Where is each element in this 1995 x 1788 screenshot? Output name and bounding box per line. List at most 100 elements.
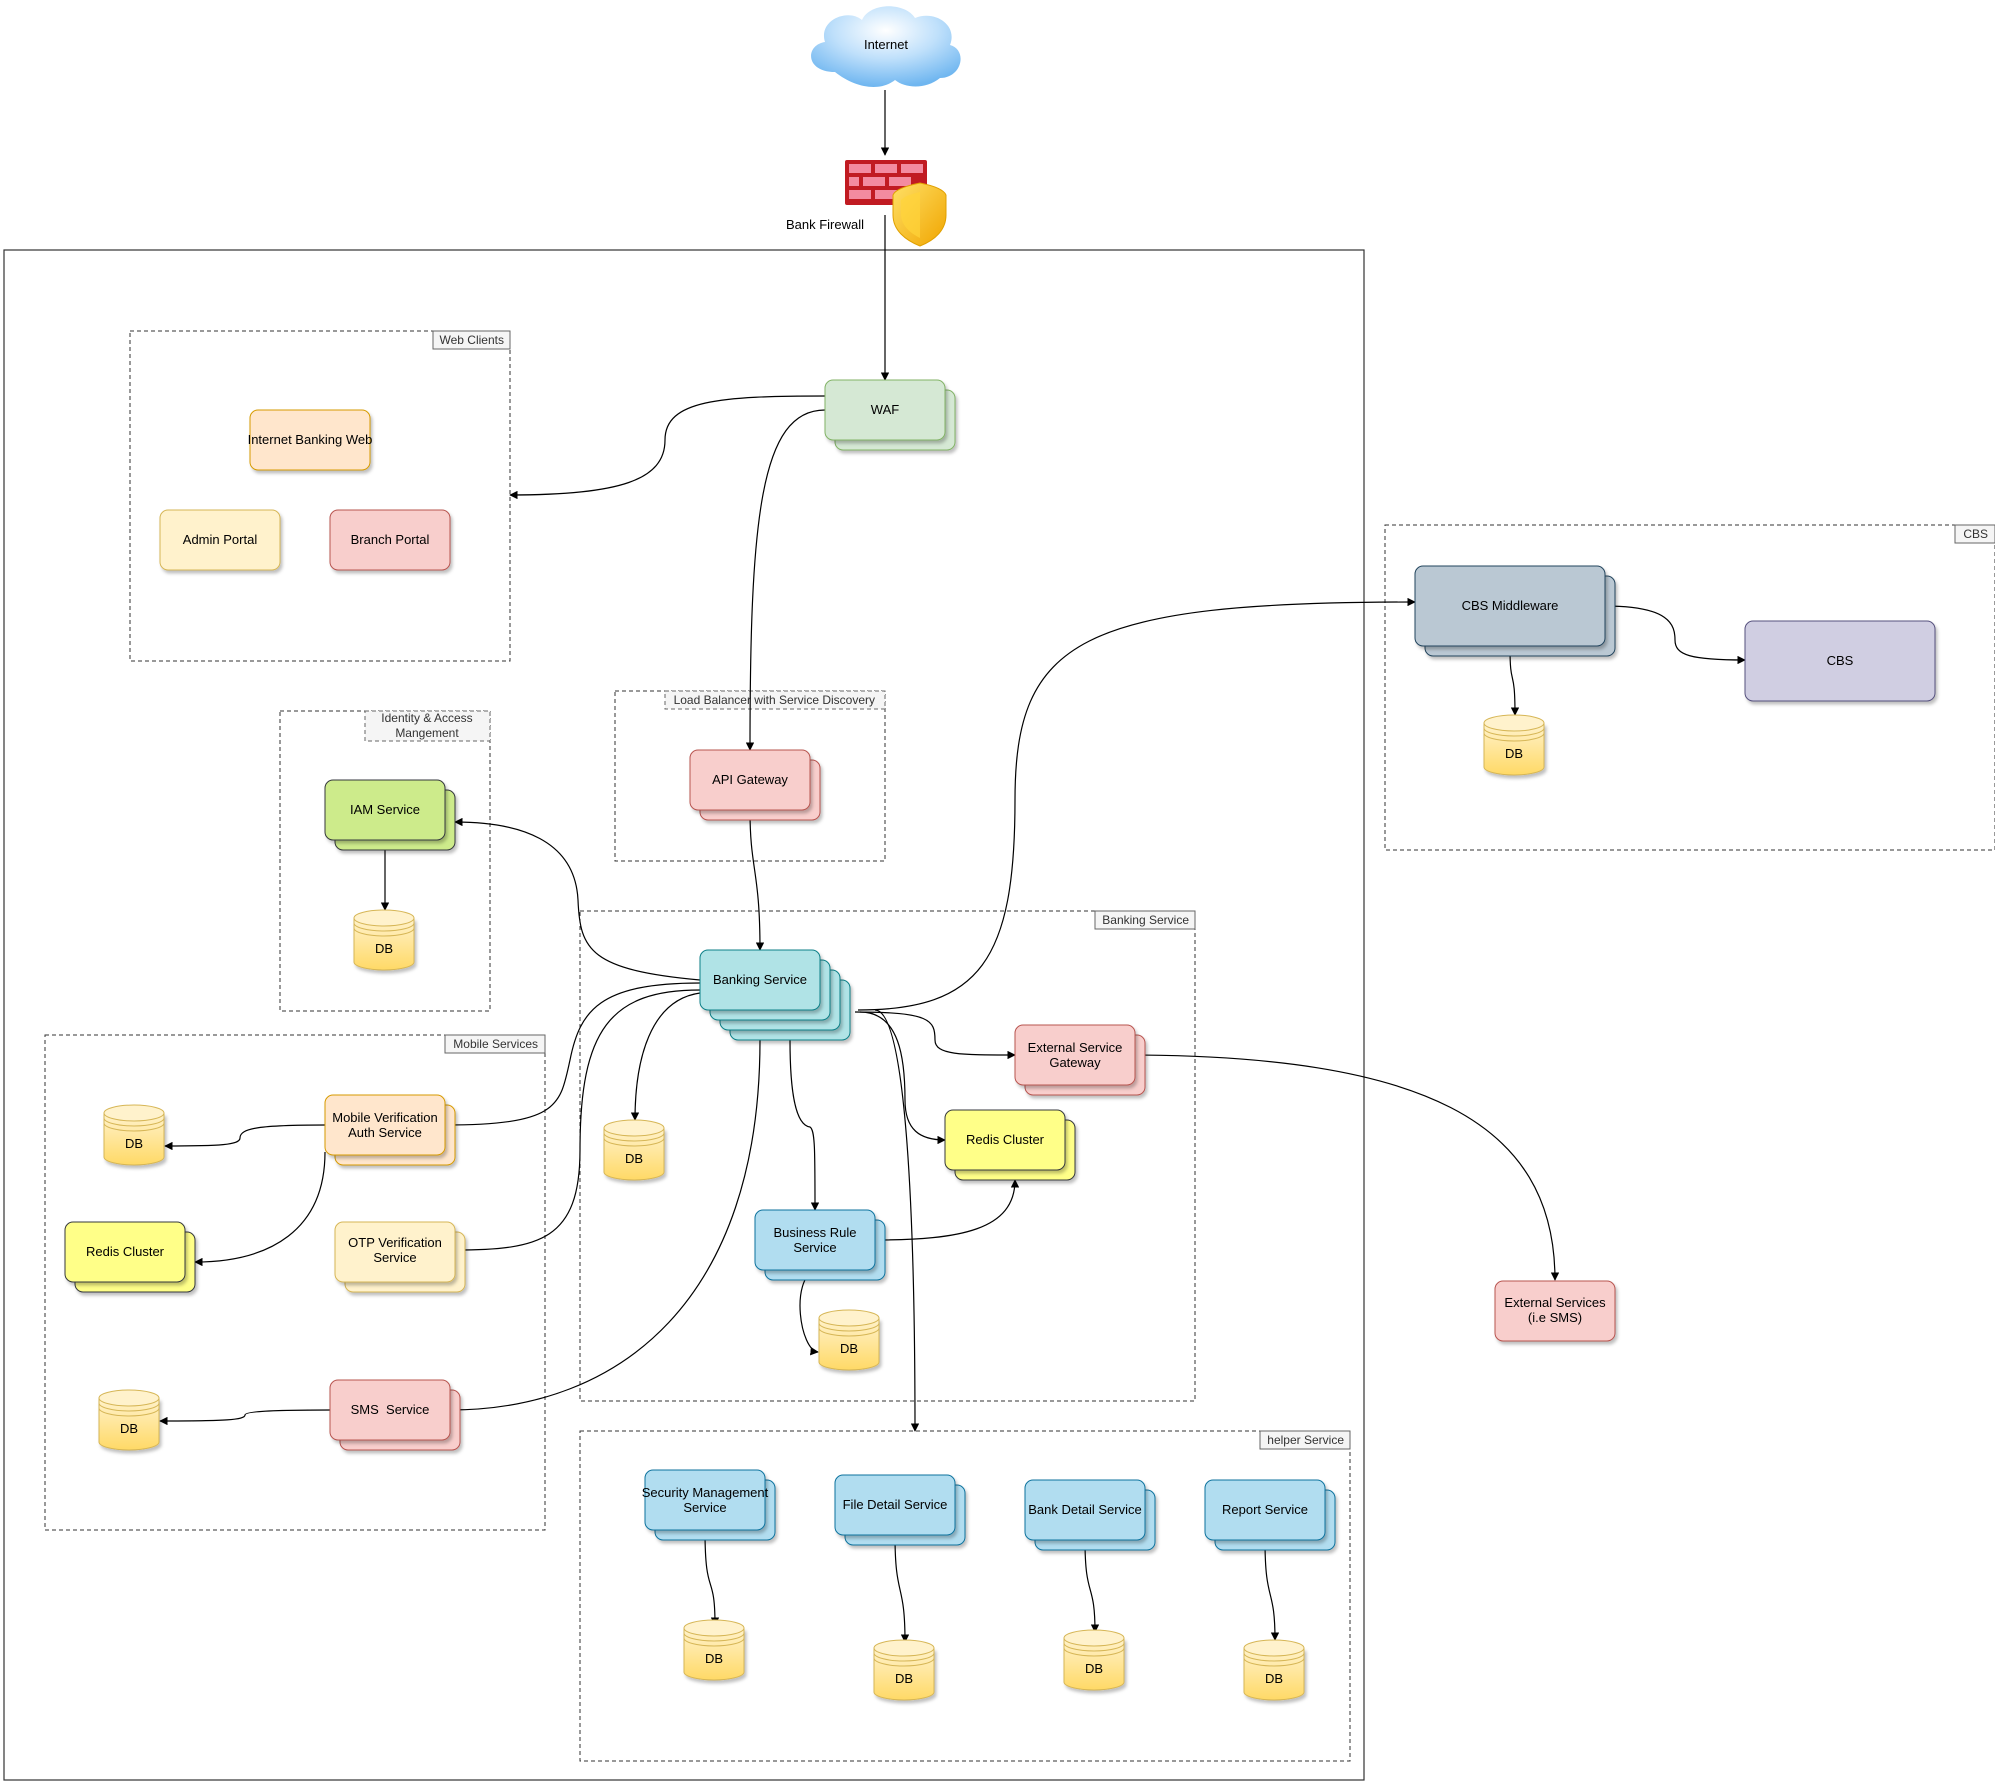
- otp-verification-label-1: OTP Verification: [348, 1235, 442, 1250]
- db-banking-icon: DB: [603, 1119, 665, 1181]
- sms-service-label: SMS Service: [351, 1402, 430, 1417]
- group-helper-service: helper Service: [579, 1430, 1351, 1762]
- databases: DB DB DB DB DB DB DB DB DB DB: [98, 714, 1545, 1701]
- file-detail-label: File Detail Service: [843, 1497, 948, 1512]
- cbs-label: CBS: [1827, 653, 1854, 668]
- admin-portal-label: Admin Portal: [183, 532, 258, 547]
- db-iam-label: DB: [375, 941, 393, 956]
- cbs-middleware-label: CBS Middleware: [1462, 598, 1559, 613]
- group-cbs: CBS: [1384, 524, 1995, 851]
- api-gateway-label: API Gateway: [712, 772, 788, 787]
- db-bank-detail-label: DB: [1085, 1661, 1103, 1676]
- edge-business-rule-db: [799, 1269, 819, 1356]
- db-cbs-middleware-icon: DB: [1483, 714, 1545, 776]
- group-load-balancer: Load Balancer with Service Discovery: [614, 690, 886, 862]
- edge-api-gateway-banking: [749, 810, 765, 951]
- redis-cluster-mobile-node: Redis Cluster: [64, 1221, 196, 1293]
- db-bank-detail-icon: DB: [1063, 1629, 1125, 1691]
- edge-banking-business-rule: [789, 1039, 820, 1211]
- db-business-rule-label: DB: [840, 1341, 858, 1356]
- edge-banking-db: [630, 992, 701, 1121]
- edge-banking-iam: [454, 817, 701, 981]
- group-label-cbs: CBS: [1963, 527, 1988, 541]
- security-management-label-1: Security Management: [642, 1485, 769, 1500]
- redis-cluster-banking-node: Redis Cluster: [944, 1109, 1076, 1181]
- waf-label: WAF: [871, 402, 899, 417]
- mobile-verification-node: Mobile Verification Auth Service: [324, 1094, 456, 1166]
- edge-banking-mobile-verification: [444, 982, 701, 1130]
- internet-label: Internet: [864, 37, 908, 52]
- db-cbs-middleware-label: DB: [1505, 746, 1523, 761]
- bank-detail-node: Bank Detail Service: [1024, 1479, 1156, 1551]
- edge-file-detail-db: [894, 1534, 910, 1643]
- edge-waf-api-gateway: [745, 409, 826, 751]
- edge-mobile-verification-redis: [194, 1151, 326, 1267]
- api-gateway-node: API Gateway: [689, 749, 821, 821]
- db-report-icon: DB: [1243, 1639, 1305, 1701]
- banking-service-label: Banking Service: [713, 972, 807, 987]
- edge-banking-ext-gateway: [854, 1011, 1016, 1060]
- firewall-label: Bank Firewall: [786, 217, 864, 232]
- edges: [159, 90, 1746, 1643]
- mobile-verification-label-1: Mobile Verification: [332, 1110, 438, 1125]
- business-rule-service-label-2: Service: [793, 1240, 836, 1255]
- cloud-icon: [811, 6, 961, 87]
- db-sms-icon: DB: [98, 1389, 160, 1451]
- file-detail-node: File Detail Service: [834, 1474, 966, 1546]
- edge-cbs-middleware-db: [1509, 647, 1520, 716]
- external-services-node: External Services (i.e SMS): [1494, 1280, 1616, 1342]
- security-management-node: Security Management Service: [642, 1469, 776, 1541]
- edge-banking-sms: [449, 1039, 761, 1415]
- report-service-node: Report Service: [1204, 1479, 1336, 1551]
- edge-banking-cbs-middleware: [857, 597, 1416, 1011]
- external-service-gateway-label-2: Gateway: [1049, 1055, 1101, 1070]
- group-web-clients: Web Clients: [129, 330, 511, 662]
- shield-icon: [892, 182, 947, 247]
- redis-cluster-banking-label: Redis Cluster: [966, 1132, 1045, 1147]
- external-services-label-1: External Services: [1504, 1295, 1606, 1310]
- security-management-label-2: Service: [683, 1500, 726, 1515]
- mobile-verification-label-2: Auth Service: [348, 1125, 422, 1140]
- edge-cbs-middleware-cbs: [1604, 605, 1746, 665]
- cbs-middleware-node: CBS Middleware: [1414, 565, 1616, 657]
- report-service-label: Report Service: [1222, 1502, 1308, 1517]
- edge-banking-otp: [454, 989, 701, 1255]
- cbs-node: CBS: [1744, 620, 1936, 702]
- admin-portal-node: Admin Portal: [159, 509, 281, 571]
- group-label-load-balancer: Load Balancer with Service Discovery: [674, 693, 875, 707]
- iam-service-node: IAM Service: [324, 779, 456, 851]
- external-services-label-2: (i.e SMS): [1528, 1310, 1582, 1325]
- edge-bank-detail-db: [1084, 1539, 1100, 1633]
- db-report-label: DB: [1265, 1671, 1283, 1686]
- edge-banking-helper: [874, 1009, 920, 1432]
- db-file-detail-label: DB: [895, 1671, 913, 1686]
- db-sms-label: DB: [120, 1421, 138, 1436]
- business-rule-service-node: Business Rule Service: [754, 1209, 886, 1281]
- db-business-rule-icon: DB: [818, 1309, 880, 1371]
- edge-report-db: [1264, 1539, 1280, 1641]
- group-label-banking: Banking Service: [1102, 913, 1189, 927]
- external-service-gateway-node: External Service Gateway: [1014, 1024, 1146, 1096]
- db-security-management-label: DB: [705, 1651, 723, 1666]
- waf-node: WAF: [824, 379, 956, 451]
- db-mobile-verification-icon: DB: [103, 1104, 165, 1166]
- internet-banking-web-label: Internet Banking Web: [248, 432, 373, 447]
- db-security-management-icon: DB: [683, 1619, 745, 1681]
- group-label-helper: helper Service: [1267, 1433, 1344, 1447]
- edge-banking-redis-banking: [859, 1011, 946, 1145]
- db-banking-label: DB: [625, 1151, 643, 1166]
- db-mobile-verification-label: DB: [125, 1136, 143, 1151]
- branch-portal-label: Branch Portal: [351, 532, 430, 547]
- business-rule-service-label-1: Business Rule: [773, 1225, 856, 1240]
- external-service-gateway-label-1: External Service: [1028, 1040, 1123, 1055]
- group-mobile-services: Mobile Services: [44, 1034, 546, 1531]
- sms-service-node: SMS Service: [329, 1379, 461, 1451]
- group-label-iam-line1: Identity & Access: [381, 711, 472, 725]
- db-iam-icon: DB: [353, 909, 415, 971]
- group-label-mobile: Mobile Services: [453, 1037, 538, 1051]
- bank-detail-label: Bank Detail Service: [1028, 1502, 1141, 1517]
- iam-service-label: IAM Service: [350, 802, 420, 817]
- group-label-iam-line2: Mangement: [395, 726, 459, 740]
- group-label-web-clients: Web Clients: [440, 333, 504, 347]
